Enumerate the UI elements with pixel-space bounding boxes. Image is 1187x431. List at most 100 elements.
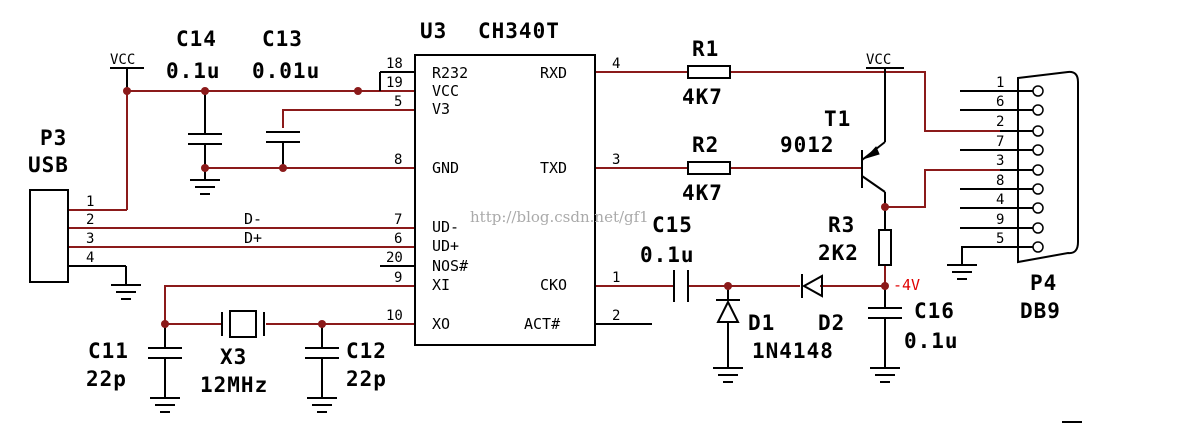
pin-num: 7 [394,212,402,228]
db9-connector-p4: 1 6 2 7 3 8 4 9 5 P4 DB9 [996,70,1079,323]
db9-shell [1017,70,1079,264]
usb-body [29,189,69,283]
pin-num: 10 [386,308,403,324]
pin-name: ACT# [524,315,560,333]
pin-num: 1 [612,270,620,286]
c16-ref: C16 [914,299,955,323]
db9-pin: 4 [996,192,1004,208]
c13-capacitor [266,131,300,143]
c12-ref: C12 [346,339,387,363]
chip-right-pins: 4 RXD 3 TXD 1 CKO 2 ACT# [524,56,620,333]
c16-value: 0.1u [904,329,959,353]
pin-name: VCC [432,82,459,100]
watermark: http://blog.csdn.net/gf1 [470,208,649,226]
c12-capacitor [305,347,339,359]
db9-pin: 7 [996,134,1004,150]
pin-name: CKO [540,276,567,294]
c12-value: 22p [346,367,387,391]
t1-transistor [861,67,904,193]
c15-capacitor [673,270,689,302]
pin-name: UD- [432,218,459,236]
pin-num: 4 [612,56,620,72]
r1-resistor [687,65,731,79]
r3-ref: R3 [828,213,855,237]
vcc-label-t1: VCC [866,52,891,68]
pin-name: NOS# [432,257,468,275]
usb-pin: 4 [86,250,94,266]
diode-part: 1N4148 [752,339,834,363]
ground-icon [150,397,180,413]
usb-pin: 2 [86,212,94,228]
usb-pin: 3 [86,231,94,247]
d-plus-label: D+ [244,229,262,247]
ground-icon [190,179,220,195]
r1-ref: R1 [692,37,719,61]
pin-name: RXD [540,64,567,82]
db9-pin: 2 [996,114,1004,130]
ground-icon [947,264,977,280]
usb-ref: P3 [40,126,67,150]
db9-pin: 3 [996,153,1004,169]
r1-db9-wire [730,71,1000,132]
d-minus-label: D- [244,210,262,228]
c14-ref: C14 [176,27,217,51]
pin-num: 18 [386,56,403,72]
ground-icon [713,367,743,383]
pin-name: R232 [432,64,468,82]
d2-triangle [801,274,823,298]
pin-num: 8 [394,152,402,168]
pin-num: 6 [394,231,402,247]
x3-value: 12MHz [200,373,268,397]
c13-value: 0.01u [252,59,320,83]
r2-resistor [687,161,731,175]
pin-num: 5 [394,94,402,110]
db9-pin: 5 [996,231,1004,247]
c13-ref: C13 [262,27,303,51]
usb-connector-p3: P3 USB 1 2 3 4 [28,126,94,283]
c14-value: 0.1u [166,59,221,83]
c15-ref: C15 [652,213,693,237]
db9-pin: 6 [996,94,1004,110]
r2-ref: R2 [692,133,719,157]
pin-name: XI [432,276,450,294]
db9-ref: P4 [1030,271,1057,295]
r3-resistor [878,229,892,266]
neg-voltage-label: -4V [893,276,920,294]
c14-capacitor [188,133,222,145]
ground-icon [111,284,141,300]
signal-wires [68,71,1000,325]
pin-num: 19 [386,75,403,91]
vcc-label-left: VCC [110,52,135,68]
pin-name: XO [432,315,450,333]
c11-ref: C11 [88,339,129,363]
pin-name: TXD [540,159,567,177]
black-wires [68,71,1038,398]
ground-icon [870,367,900,383]
chip-ref: U3 [420,19,447,43]
pin-num: 3 [612,152,620,168]
x3-crystal [221,310,265,338]
t1-value: 9012 [780,133,835,157]
db9-pin: 1 [996,75,1004,91]
c15-value: 0.1u [640,243,695,267]
usb-name: USB [28,153,69,177]
d1-ref: D1 [748,311,775,335]
ch340t-chip-body [414,54,596,346]
db9-name: DB9 [1020,299,1061,323]
c11-capacitor [148,347,182,359]
r2-value: 4K7 [682,181,723,205]
xi-wire [164,285,415,324]
c16-capacitor [868,307,902,319]
d1-triangle [716,299,740,323]
c11-value: 22p [86,367,127,391]
v3-wire [282,109,415,128]
x3-ref: X3 [220,345,247,369]
pin-num: 2 [612,308,620,324]
chip-part: CH340T [478,19,560,43]
pin-name: GND [432,159,459,177]
db9-pin: 8 [996,173,1004,189]
ground-icon [307,397,337,413]
chip-left-pins: 18 R232 19 VCC 5 V3 8 GND 7 UD- 6 UD+ 20… [386,56,468,333]
